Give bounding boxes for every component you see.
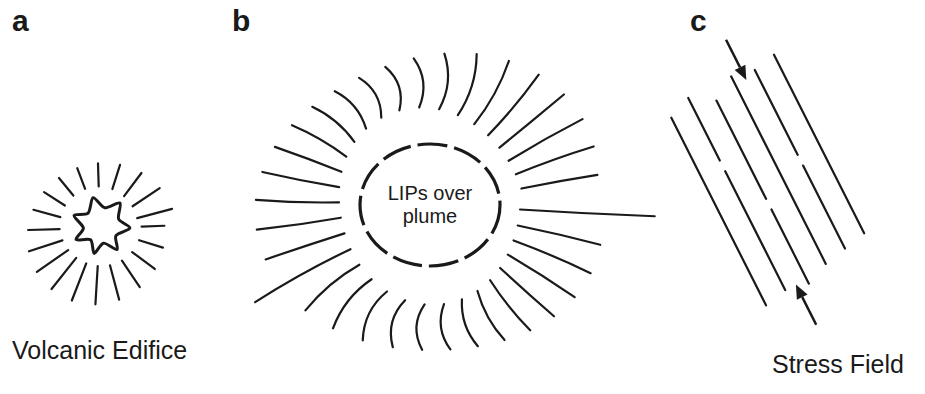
parallel-dyke [731,76,826,264]
panel-c-figure [671,40,864,325]
panel-caption: Stress Field [772,350,904,379]
radial-dyke [112,165,120,189]
radial-dyke [474,61,509,124]
radial-dyke [52,258,77,289]
radial-dyke [359,78,381,118]
radial-dyke [37,250,68,272]
radial-dyke [124,173,141,196]
radial-dyke [59,178,73,196]
panel-letter: b [232,4,250,38]
radial-dyke [275,147,342,172]
radial-dyke [77,168,85,189]
radial-dyke [133,188,160,206]
radial-dyke [72,263,86,300]
radial-dyke [508,255,575,298]
radial-dyke [137,209,172,218]
radial-dyke [292,125,346,156]
radial-dyke [28,228,60,231]
radial-dyke [521,175,597,189]
radial-dyke [29,240,62,251]
radial-dyke [257,218,341,230]
radial-dyke [333,279,372,328]
radial-dyke [462,299,478,346]
parallel-dyke [774,55,864,234]
radial-dyke [256,200,339,203]
radial-dyke [439,54,448,109]
radial-dyke [95,266,97,304]
parallel-dyke [803,166,845,249]
panel-a-figure [28,163,172,304]
plume-boundary [360,144,500,266]
radial-dyke [305,265,359,311]
panel-b-figure [255,54,655,350]
parallel-dyke [755,70,798,155]
radial-dyke [414,58,424,107]
radial-dyke [458,54,477,115]
radial-dyke [441,304,451,349]
radial-dyke [500,268,554,316]
radial-dyke [33,210,60,217]
radial-dyke [490,280,530,330]
stress-arrow-head [735,65,747,80]
panel-letter: a [12,4,29,38]
radial-dyke [139,240,163,247]
region-label: LIPs over plume [375,182,485,228]
radial-dyke [518,225,601,244]
radial-dyke [488,75,539,136]
panel-letter: c [690,4,707,38]
radial-dyke [477,291,504,340]
radial-dyke [520,210,655,217]
radial-dyke [499,95,563,148]
radial-dyke [312,107,354,142]
radial-dyke [142,225,165,228]
radial-dyke [97,163,100,186]
radial-dyke [262,172,339,187]
stress-arrow-shaft [726,40,740,68]
radial-dyke [132,252,155,269]
radial-dyke [385,67,401,111]
radial-dyke [44,192,65,205]
radial-dyke [122,261,140,288]
stress-arrow-head [796,285,808,300]
radial-dyke [516,146,594,174]
parallel-dyke [716,101,766,199]
radial-dyke [514,240,591,273]
radial-dyke [363,292,387,341]
radial-dyke [335,91,366,128]
radial-dyke [110,265,119,299]
radial-dyke [391,300,405,347]
radial-dyke [266,233,345,259]
parallel-dyke [725,171,785,290]
radial-dyke [416,304,424,349]
volcanic-edifice-outline [74,198,130,254]
parallel-dyke [671,118,766,306]
panel-caption: Volcanic Edifice [12,336,187,365]
parallel-dyke [688,98,720,161]
stress-arrow-shaft [802,297,816,325]
plume-region: LIPs over plume [357,141,503,269]
